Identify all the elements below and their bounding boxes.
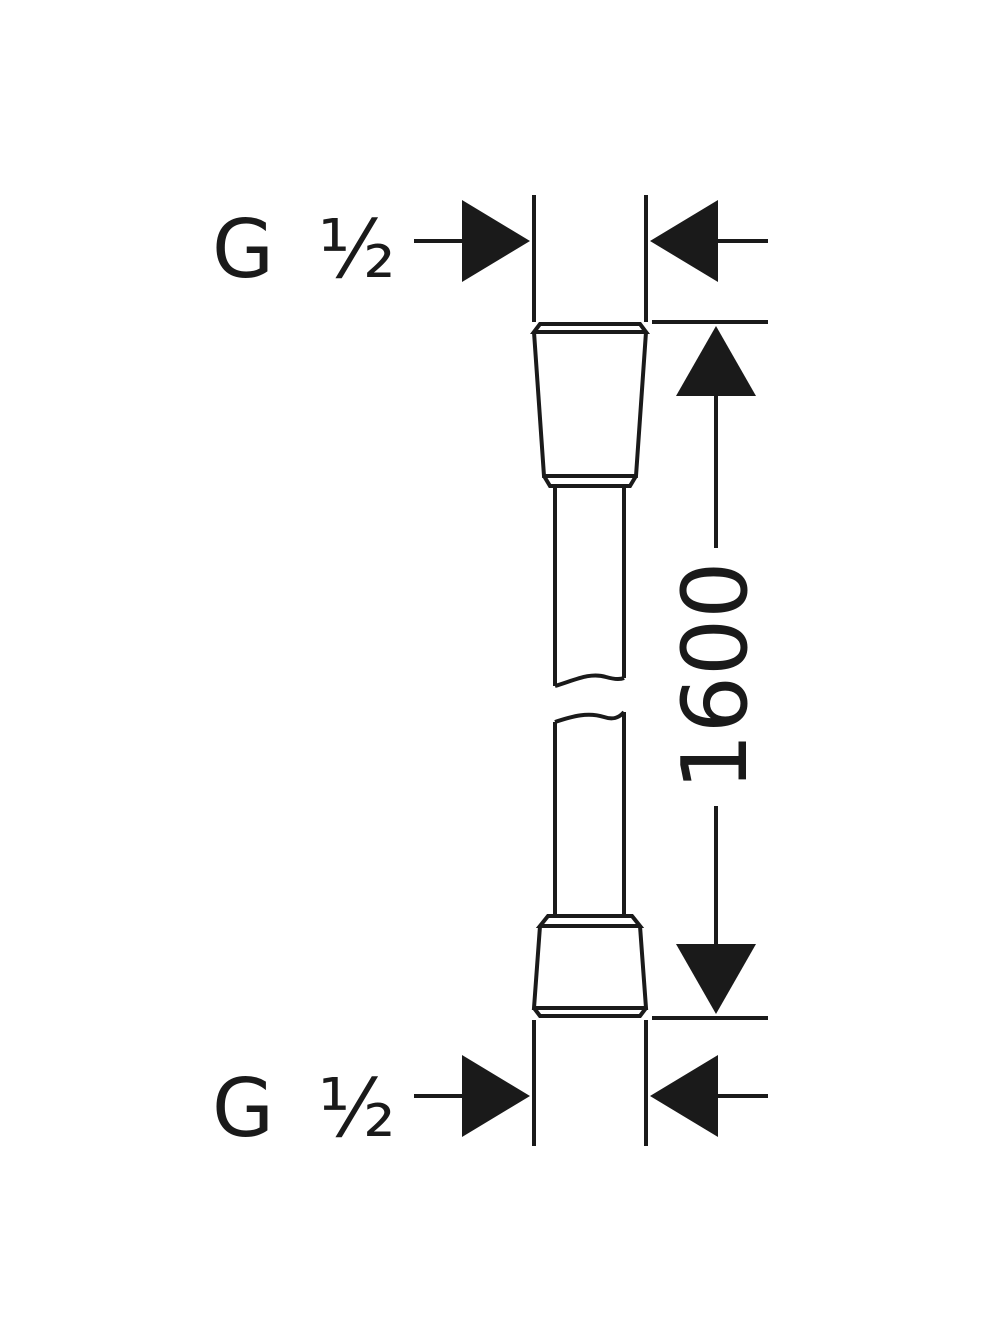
top-dim-arrow-left [650, 200, 718, 282]
length-arrow-down [676, 944, 756, 1014]
length-dimension: 1600 [652, 320, 768, 1020]
hose-upper-segment [553, 486, 626, 688]
length-dimension-value: 1600 [663, 561, 768, 790]
bottom-dim-arrow-left [650, 1055, 718, 1137]
bottom-thread-letter: G [212, 1062, 274, 1155]
bottom-fitting [531, 914, 649, 1018]
hose-lower-segment [553, 710, 626, 916]
bottom-thread-dimension: G ½ [212, 1020, 768, 1155]
bottom-dim-arrow-right [462, 1055, 530, 1137]
hose [530, 322, 650, 1018]
top-thread-dimension: G ½ [212, 195, 768, 322]
length-arrow-up [676, 326, 756, 396]
top-thread-size: ½ [318, 203, 396, 296]
top-dim-arrow-right [462, 200, 530, 282]
top-fitting [530, 322, 650, 488]
bottom-thread-size: ½ [318, 1062, 396, 1155]
top-thread-letter: G [212, 203, 274, 296]
